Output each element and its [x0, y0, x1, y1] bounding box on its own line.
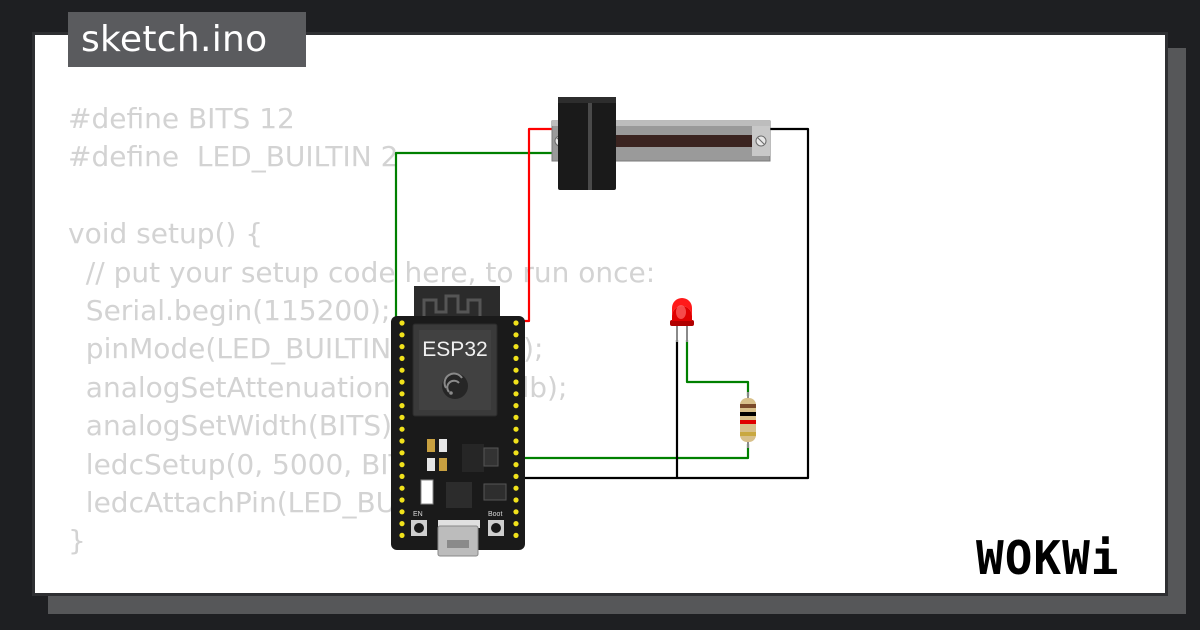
header-pin[interactable] [399, 379, 405, 385]
boot-button[interactable] [488, 520, 504, 536]
header-pin[interactable] [513, 462, 519, 468]
code-line: ledcSetup(0, 5000, BITS); [68, 447, 444, 481]
code-line: #define BITS 12 [68, 102, 295, 135]
boot-label: Boot [488, 511, 502, 518]
header-pin[interactable] [399, 414, 405, 420]
en-label: EN [413, 511, 423, 518]
header-pin[interactable] [513, 426, 519, 432]
header-pin[interactable] [399, 509, 405, 515]
header-pin[interactable] [513, 450, 519, 456]
header-pin[interactable] [513, 509, 519, 515]
code-line: #define LED_BUILTIN 2 [68, 140, 399, 174]
header-pin[interactable] [399, 438, 405, 444]
header-pin[interactable] [513, 379, 519, 385]
file-name-tab: sketch.ino [68, 12, 306, 67]
left-header-pins[interactable] [399, 320, 405, 539]
slide-potentiometer[interactable] [551, 97, 771, 190]
wire-green-resistor[interactable] [685, 340, 750, 396]
header-pin[interactable] [399, 462, 405, 468]
header-pin[interactable] [399, 485, 405, 491]
header-pin[interactable] [513, 367, 519, 373]
header-pin[interactable] [513, 532, 519, 539]
code-line: Serial.begin(115200); [68, 293, 391, 327]
code-line: void setup() { [68, 217, 264, 251]
header-pin[interactable] [513, 473, 519, 479]
header-pin[interactable] [513, 438, 519, 444]
header-pin[interactable] [399, 532, 405, 539]
header-pin[interactable] [399, 403, 405, 409]
header-pin[interactable] [399, 497, 405, 503]
header-pin[interactable] [513, 521, 519, 527]
wire-black-pot[interactable] [518, 127, 810, 480]
en-button[interactable] [411, 520, 427, 536]
header-pin[interactable] [513, 332, 519, 338]
resistor[interactable] [740, 392, 756, 448]
header-pin[interactable] [399, 320, 405, 326]
header-pin[interactable] [399, 521, 405, 527]
code-line: // put your setup code here, to run once… [68, 255, 656, 289]
header-pin[interactable] [399, 332, 405, 338]
wire-green-resistor[interactable] [518, 444, 750, 460]
red-led[interactable] [670, 298, 694, 342]
file-name: sketch.ino [81, 19, 268, 60]
code-line: analogSetWidth(BITS); [68, 409, 402, 443]
esp32-board[interactable]: ESP32 EN Boot [391, 286, 525, 557]
header-pin[interactable] [399, 355, 405, 361]
header-pin[interactable] [513, 391, 519, 397]
header-pin[interactable] [513, 403, 519, 409]
board-label: ESP32 [422, 338, 487, 361]
header-pin[interactable] [399, 426, 405, 432]
header-pin[interactable] [513, 485, 519, 491]
header-pin[interactable] [399, 367, 405, 373]
right-header-pins[interactable] [513, 320, 519, 539]
header-pin[interactable] [399, 344, 405, 350]
header-pin[interactable] [513, 320, 519, 326]
header-pin[interactable] [513, 414, 519, 420]
header-pin[interactable] [399, 391, 405, 397]
code-line: } [68, 524, 86, 558]
header-pin[interactable] [399, 450, 405, 456]
wokwi-logo: WOKWi [976, 528, 1119, 588]
header-pin[interactable] [513, 355, 519, 361]
espressif-logo-icon [442, 372, 468, 399]
header-pin[interactable] [513, 344, 519, 350]
wokwi-logo-text: WOKWi [976, 531, 1120, 585]
header-pin[interactable] [513, 497, 519, 503]
header-pin[interactable] [399, 473, 405, 479]
